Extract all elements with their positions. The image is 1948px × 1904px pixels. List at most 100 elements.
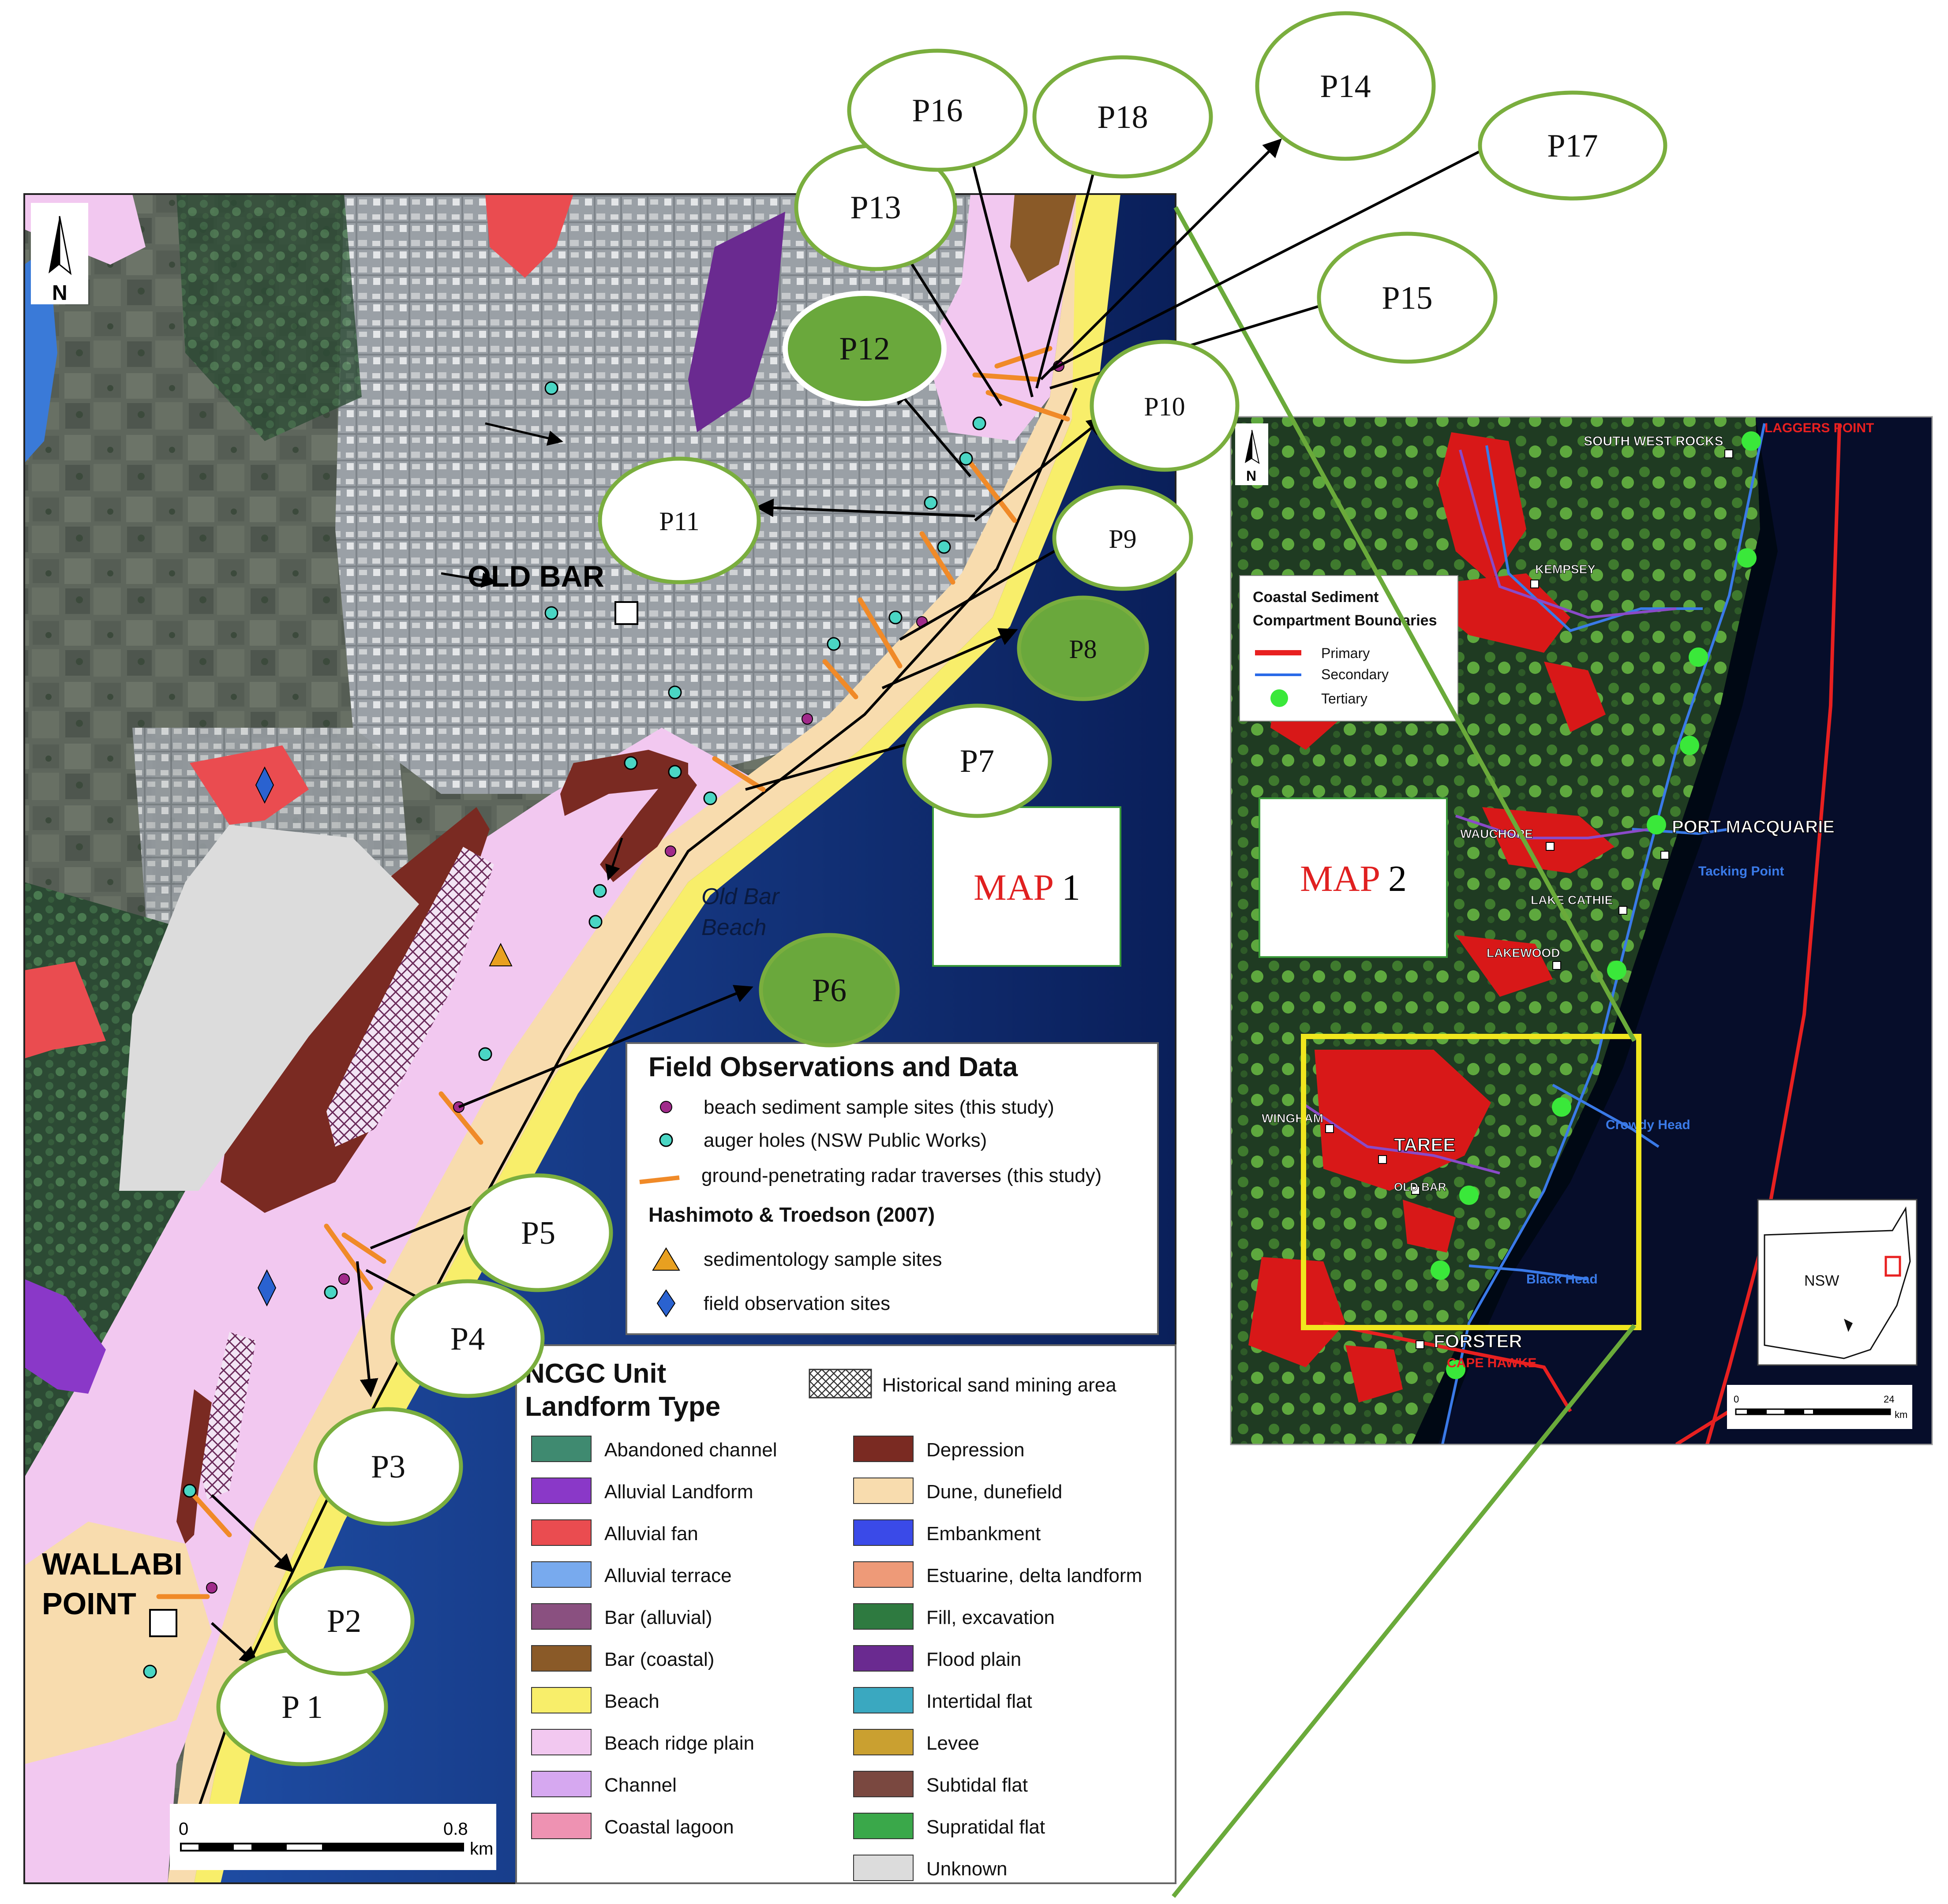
map2-frame xyxy=(1230,416,1933,1445)
legend-swatch xyxy=(853,1813,914,1839)
legend-label: Embankment xyxy=(926,1523,1041,1545)
svg-text:MAP 2: MAP 2 xyxy=(1300,858,1407,899)
legend-label: Dune, dunefield xyxy=(926,1481,1062,1503)
hatch-swatch xyxy=(809,1369,872,1399)
legend-label: Fill, excavation xyxy=(926,1607,1055,1628)
old-bar-label: OLD BAR xyxy=(468,560,604,593)
legend-label: Alluvial fan xyxy=(604,1523,698,1545)
field-legend-item: auger holes (NSW Public Works) xyxy=(704,1130,987,1151)
map1-arrow xyxy=(441,572,497,588)
legend-swatch xyxy=(531,1603,592,1630)
alluvial-landform xyxy=(24,1279,106,1394)
legend-label: Alluvial terrace xyxy=(604,1565,732,1586)
legend-label: Beach ridge plain xyxy=(604,1732,754,1754)
svg-text:TAREE: TAREE xyxy=(1394,1134,1455,1155)
legend-swatch xyxy=(531,1436,592,1462)
svg-text:P5: P5 xyxy=(521,1215,555,1251)
primary-boundaries xyxy=(1323,423,1841,1444)
map1-arrow xyxy=(605,838,623,881)
purple-dot-icon xyxy=(660,1101,672,1113)
point-bubble-p3: P3 xyxy=(313,1407,463,1526)
svg-text:P17: P17 xyxy=(1547,128,1598,164)
ncgc-unit-legend: NCGC Unit Landform Type Historical sand … xyxy=(515,1344,1176,1884)
svg-text:Tacking Point: Tacking Point xyxy=(1698,864,1784,879)
map2-label-number: 2 xyxy=(1388,858,1407,899)
blue-diamond-icon xyxy=(656,1289,676,1317)
svg-text:P16: P16 xyxy=(912,93,963,129)
point-bubble-p10: P10 xyxy=(1090,340,1240,472)
town-markers xyxy=(1325,449,1733,1349)
field-legend-item: ground-penetrating radar traverses (this… xyxy=(701,1165,1101,1186)
point-bubble-p13: P13 xyxy=(794,143,957,271)
point-bubble-p15: P15 xyxy=(1317,232,1498,364)
legend-swatch xyxy=(853,1603,914,1630)
svg-text:0: 0 xyxy=(1734,1394,1739,1405)
svg-text:P6: P6 xyxy=(812,973,847,1009)
svg-text:P18: P18 xyxy=(1097,99,1148,135)
depression-hook-arm xyxy=(600,763,697,882)
point-bubble-p12: P12 xyxy=(783,291,947,406)
map2-north-label: N xyxy=(1246,468,1256,484)
svg-text:WINGHAM: WINGHAM xyxy=(1262,1111,1323,1125)
sedimentology-site xyxy=(489,943,513,966)
field-legend-item: beach sediment sample sites (this study) xyxy=(704,1096,1054,1118)
map2-label-word: MAP xyxy=(1300,858,1379,899)
map1-label-box: MAP 1 xyxy=(932,806,1121,967)
map-2-regional[interactable]: SOUTH WEST ROCKS LAGGERS POINT KEMPSEY W… xyxy=(1230,416,1933,1445)
field-legend-subtitle: Hashimoto & Troedson (2007) xyxy=(648,1203,935,1226)
point-bubble-p5: P5 xyxy=(463,1173,613,1292)
point-bubble-p16: P16 xyxy=(847,49,1028,172)
map1-scale-bar: 0 0.8 km xyxy=(170,1804,496,1870)
svg-text:P12: P12 xyxy=(839,331,890,367)
legend-swatch xyxy=(531,1561,592,1588)
svg-text:24: 24 xyxy=(1884,1394,1894,1405)
auger-holes xyxy=(143,381,986,1679)
orange-triangle-icon xyxy=(652,1247,680,1271)
point-bubble-p8: P8 xyxy=(1017,595,1149,701)
svg-text:Black Head: Black Head xyxy=(1526,1272,1598,1287)
map2-north-arrow: N xyxy=(1235,423,1268,485)
legend-label: Depression xyxy=(926,1439,1025,1461)
sand-mining-area xyxy=(326,847,494,1147)
svg-text:LAKEWOOD: LAKEWOOD xyxy=(1487,946,1560,960)
old-bar-beach-label: Old Bar xyxy=(701,884,780,909)
svg-text:P11: P11 xyxy=(659,507,699,536)
secondary-rivers xyxy=(1300,449,1677,1175)
point-bubble-p6: P6 xyxy=(759,933,900,1047)
svg-text:P8: P8 xyxy=(1069,635,1097,664)
flood-plain xyxy=(688,212,785,432)
depression-main xyxy=(221,807,490,1213)
svg-text:Tertiary: Tertiary xyxy=(1321,691,1367,707)
sand-mining-area-south xyxy=(199,1332,256,1500)
legend-swatch xyxy=(853,1478,914,1504)
svg-text:SOUTH WEST ROCKS: SOUTH WEST ROCKS xyxy=(1584,434,1723,449)
svg-text:Coastal Sediment: Coastal Sediment xyxy=(1253,589,1379,606)
svg-text:OLD BAR: OLD BAR xyxy=(1394,1180,1446,1193)
point-bubble-p1: P 1 xyxy=(216,1647,388,1766)
legend-swatch xyxy=(531,1729,592,1755)
legend-label: Bar (alluvial) xyxy=(604,1607,712,1628)
coastal-bar xyxy=(1010,194,1076,282)
hatch-label: Historical sand mining area xyxy=(882,1374,1116,1396)
legend-swatch xyxy=(853,1687,914,1713)
svg-text:Crowdy Head: Crowdy Head xyxy=(1606,1118,1690,1132)
legend-swatch xyxy=(531,1478,592,1504)
depression-hook xyxy=(560,750,688,816)
map1-arrow xyxy=(485,422,563,446)
legend-label: Unknown xyxy=(926,1858,1007,1880)
point-bubble-p9: P9 xyxy=(1052,485,1193,591)
wallabi-point-marker xyxy=(149,1609,177,1637)
legend-swatch xyxy=(531,1687,592,1713)
legend-swatch xyxy=(853,1645,914,1672)
field-observation-sites xyxy=(255,766,277,1307)
legend-swatch xyxy=(853,1561,914,1588)
point-bubble-p14: P14 xyxy=(1255,11,1436,161)
point-bubbles: P 1 P2 P3 P4 P5 P6 P7 P8 P9 P10 P11 P12 … xyxy=(216,11,1667,1766)
legend-swatch xyxy=(531,1813,592,1839)
legend-swatch xyxy=(531,1645,592,1672)
svg-text:P15: P15 xyxy=(1382,280,1432,316)
field-legend-item: sedimentology sample sites xyxy=(704,1249,942,1270)
old-bar-marker xyxy=(614,601,638,625)
legend-label: Coastal lagoon xyxy=(604,1816,734,1838)
